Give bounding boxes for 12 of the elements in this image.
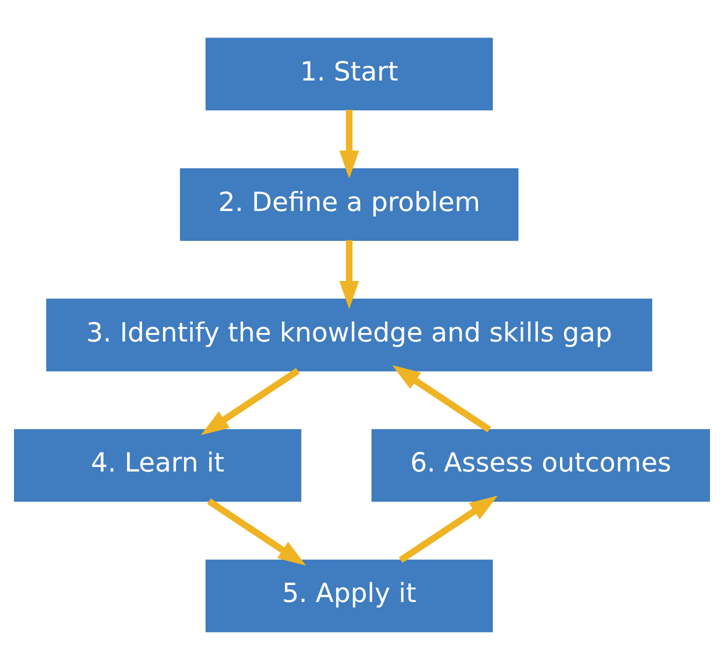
arrow xyxy=(398,495,498,562)
arrow xyxy=(200,367,300,435)
node-box: 6. Assess outcomes xyxy=(372,428,710,502)
arrow xyxy=(392,364,492,432)
node-box: 4. Learn it xyxy=(14,428,302,502)
arrow xyxy=(339,240,360,309)
node-box: 1. Start xyxy=(206,37,493,110)
node-box: 3. Identify the knowledge and skills gap xyxy=(46,298,652,371)
node-box: 2. Define a problem xyxy=(180,168,518,240)
arrow xyxy=(339,109,360,178)
node-box: 5. Apply it xyxy=(206,559,493,632)
arrow xyxy=(207,498,306,566)
